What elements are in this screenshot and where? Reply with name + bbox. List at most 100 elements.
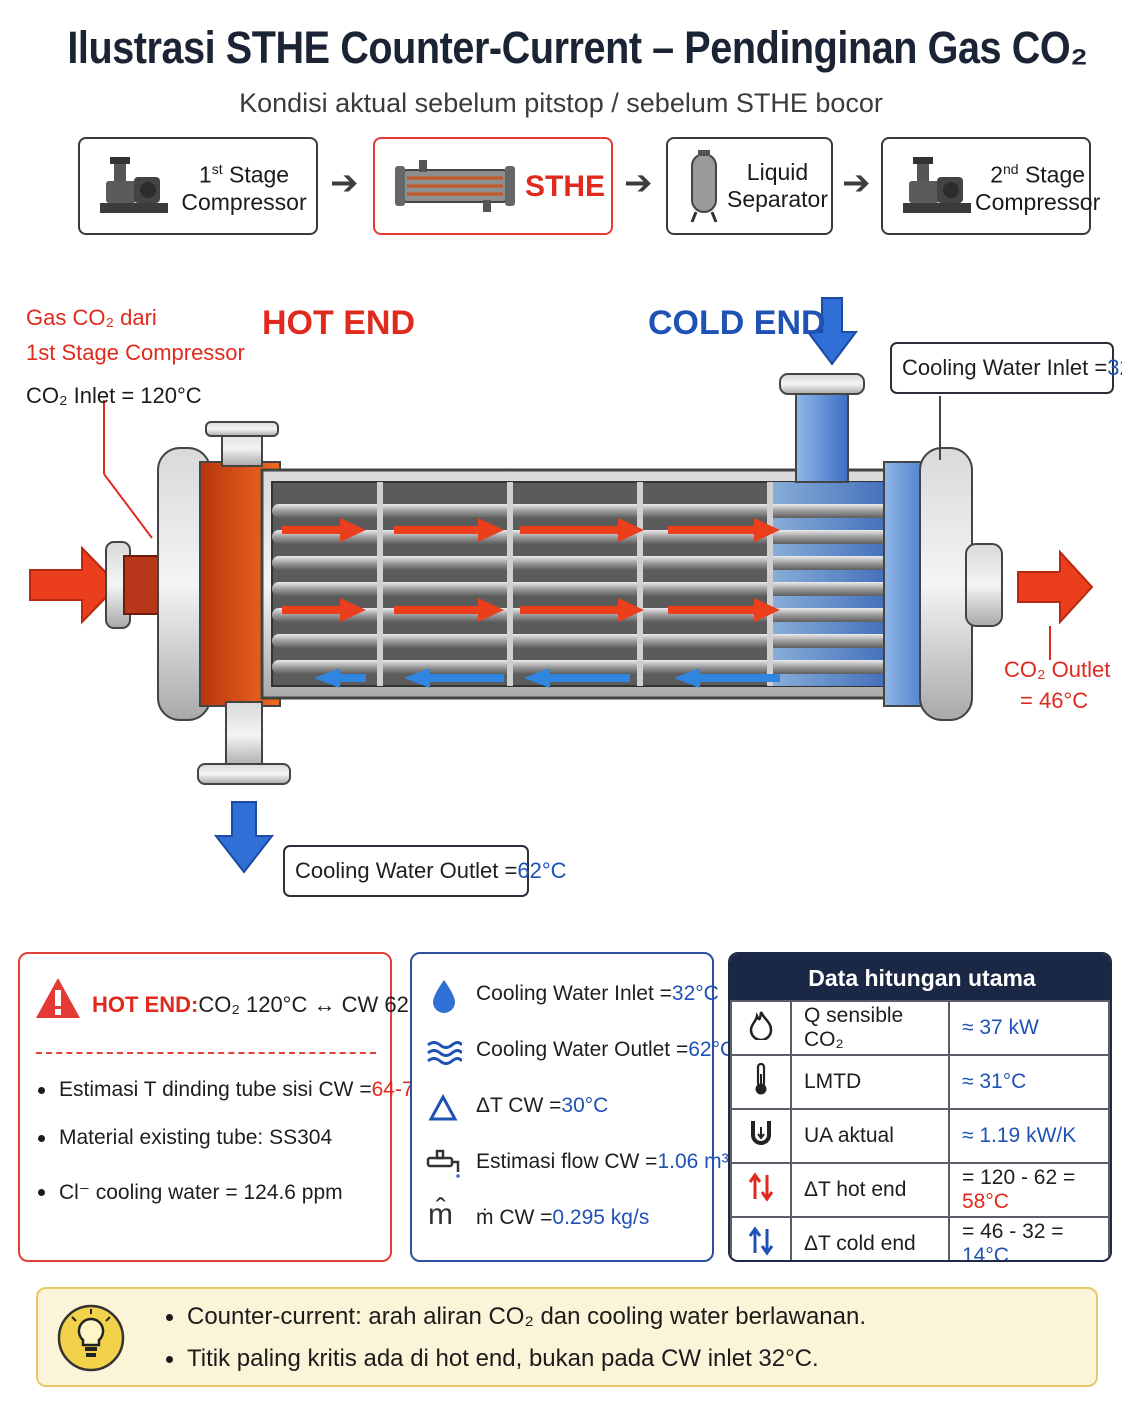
warning-icon (36, 978, 80, 1018)
cw-inlet-value: 32°C (1107, 355, 1122, 380)
process-step-sthe: STHE (373, 137, 613, 235)
heat-exchanger-icon (395, 160, 515, 212)
data-row-1-name: Q sensible CO₂ (790, 1000, 950, 1056)
separator-line2: Separator (726, 186, 828, 212)
cw-row-2-value: 62°C (688, 1038, 736, 1061)
cw-row-1: Cooling Water Inlet = 32°C (476, 982, 719, 1006)
cw-row-1-value: 32°C (671, 982, 719, 1005)
data-row-2-name: LMTD (790, 1054, 950, 1110)
hot-end-panel: HOT END: CO₂ 120°C ↔ CW 62°C Estimasi T … (18, 952, 449, 1262)
bullet-dot (38, 1189, 45, 1196)
data-row-5-value: = 46 - 32 = (962, 1220, 1064, 1243)
compressor-icon (100, 157, 168, 213)
co2-flow-arrows (282, 518, 780, 622)
process-step-stage2-compressor: 2nd Stage Compressor (881, 137, 1100, 235)
hot-end-title: HOT END (262, 304, 415, 342)
data-row-4-value: = 120 - 62 = (962, 1166, 1076, 1189)
separator-vessel-icon (690, 150, 718, 223)
table-row: ΔT cold end = 46 - 32 = 14°C (730, 1216, 1110, 1262)
cw-row-1-label: Cooling Water Inlet = (476, 982, 672, 1005)
gas-source-line2: 1st Stage Compressor (26, 340, 245, 365)
delta-icon (428, 1094, 458, 1121)
hot-bullet-1: Estimasi T dinding tube sisi CW = 64-76°… (38, 1078, 449, 1102)
thermometer-icon (755, 1062, 767, 1095)
compressor-icon (903, 157, 971, 213)
stage1-ordinal: 1 (198, 161, 212, 188)
note-box: Counter-current: arah aliran CO₂ dan coo… (36, 1287, 1098, 1387)
note-line-2-text: Titik paling kritis ada di hot end, buka… (187, 1345, 819, 1372)
hot-end-header: HOT END: CO₂ 120°C ↔ CW 62°C (92, 992, 434, 1018)
cold-end-title: COLD END (648, 304, 826, 342)
data-panel-title: Data hitungan utama (730, 954, 1110, 1002)
stage2-line1: Stage (1024, 161, 1086, 188)
co2-inlet-arrow (29, 545, 120, 625)
stage2-ordinal-suffix: nd (1002, 161, 1019, 178)
cw-outlet-value: 62°C (517, 858, 567, 883)
note-line-1: Counter-current: arah aliran CO₂ dan coo… (166, 1303, 866, 1331)
page-title: Ilustrasi STHE Counter-Current – Pending… (67, 22, 1088, 73)
stage2-line2: Compressor (975, 188, 1101, 215)
data-panel: Data hitungan utama Q sensible CO₂ ≈ 37 … (728, 952, 1112, 1262)
data-table: Q sensible CO₂ ≈ 37 kW LMTD ≈ 31°C (730, 1000, 1110, 1262)
hot-bullet-3: Cl⁻ cooling water = 124.6 ppm (38, 1180, 343, 1205)
lightbulb-icon (57, 1304, 125, 1372)
hot-panel-divider (36, 1052, 376, 1054)
flow-arrow-1: ➔ (330, 164, 359, 202)
page-subtitle: Kondisi aktual sebelum pitstop / sebelum… (239, 88, 883, 118)
hot-arrows-icon (748, 1172, 774, 1202)
cw-row-5-label: ṁ CW = (476, 1206, 553, 1229)
mass-flow-icon: m̂ (428, 1198, 453, 1231)
sthe-label: STHE (524, 169, 605, 203)
data-row-4-name: ΔT hot end (790, 1162, 950, 1218)
stage2-ordinal: 2 (990, 161, 1003, 188)
hot-end-header-label: HOT END: (92, 992, 199, 1017)
hot-bullet-3-text: Cl⁻ cooling water = 124.6 ppm (59, 1181, 343, 1204)
cw-row-2: Cooling Water Outlet = 62°C (476, 1038, 735, 1062)
table-row: LMTD ≈ 31°C (730, 1054, 1110, 1110)
cw-inlet-callout: Cooling Water Inlet = 32°C (890, 342, 1122, 394)
table-row: UA aktual ≈ 1.19 kW/K (730, 1108, 1110, 1164)
hot-bullet-2-text: Material existing tube: SS304 (59, 1126, 333, 1149)
bullet-dot (166, 1355, 173, 1363)
stage1-ordinal-suffix: st (211, 161, 223, 178)
u-tube-icon (751, 1121, 771, 1145)
bullet-dot (38, 1134, 45, 1142)
gas-source-line1: Gas CO₂ dari (26, 305, 157, 330)
process-step-liquid-separator: Liquid Separator (666, 137, 833, 235)
table-row: ΔT hot end = 120 - 62 = 58°C (730, 1162, 1110, 1218)
flame-icon (749, 1007, 773, 1042)
data-row-3-name: UA aktual (790, 1108, 950, 1164)
cw-row-3: ΔT CW = 30°C (476, 1094, 608, 1118)
data-row-1-value: ≈ 37 kW (962, 1016, 1039, 1039)
cw-inlet-arrow (806, 297, 858, 366)
cooling-water-flow-arrows (314, 668, 780, 688)
data-row-2-value: ≈ 31°C (962, 1070, 1027, 1093)
co2-outlet-line2: = 46°C (1020, 688, 1089, 713)
heat-exchanger-illustration (29, 297, 1094, 874)
co2-outlet-arrow (1017, 549, 1094, 625)
note-line-2: Titik paling kritis ada di hot end, buka… (166, 1345, 819, 1373)
stage1-line2: Compressor (181, 188, 307, 215)
cold-arrows-icon (748, 1226, 774, 1256)
hot-bullet-2: Material existing tube: SS304 (38, 1126, 332, 1150)
cw-row-2-label: Cooling Water Outlet = (476, 1038, 689, 1061)
bullet-dot (38, 1086, 45, 1094)
data-row-3-value: ≈ 1.19 kW/K (962, 1124, 1077, 1147)
co2-inlet-label: CO₂ Inlet = 120°C (26, 383, 202, 408)
separator-line1: Liquid (746, 159, 809, 185)
cw-row-3-label: ΔT CW = (476, 1094, 562, 1117)
cw-row-4-label: Estimasi flow CW = (476, 1150, 658, 1173)
hot-bullet-1-text: Estimasi T dinding tube sisi CW = (59, 1078, 372, 1101)
cooling-water-panel: Cooling Water Inlet = 32°C Cooling Water… (410, 952, 768, 1262)
data-row-5-highlight: 14°C (962, 1244, 1009, 1262)
note-line-1-text: Counter-current: arah aliran CO₂ dan coo… (187, 1303, 867, 1330)
cw-row-3-value: 30°C (561, 1094, 609, 1117)
cw-row-4: Estimasi flow CW = 1.06 m³/jam (476, 1150, 768, 1174)
process-step-stage1-compressor: 1st Stage Compressor (78, 137, 318, 235)
table-row: Q sensible CO₂ ≈ 37 kW (730, 1000, 1110, 1056)
data-row-4-highlight: 58°C (962, 1190, 1009, 1213)
cw-row-5-value: 0.295 kg/s (552, 1206, 650, 1229)
hot-end-header-text: CO₂ 120°C ↔ CW 62°C (198, 992, 434, 1017)
cw-row-5: ṁ CW = 0.295 kg/s (476, 1206, 649, 1230)
bullet-dot (166, 1313, 173, 1321)
